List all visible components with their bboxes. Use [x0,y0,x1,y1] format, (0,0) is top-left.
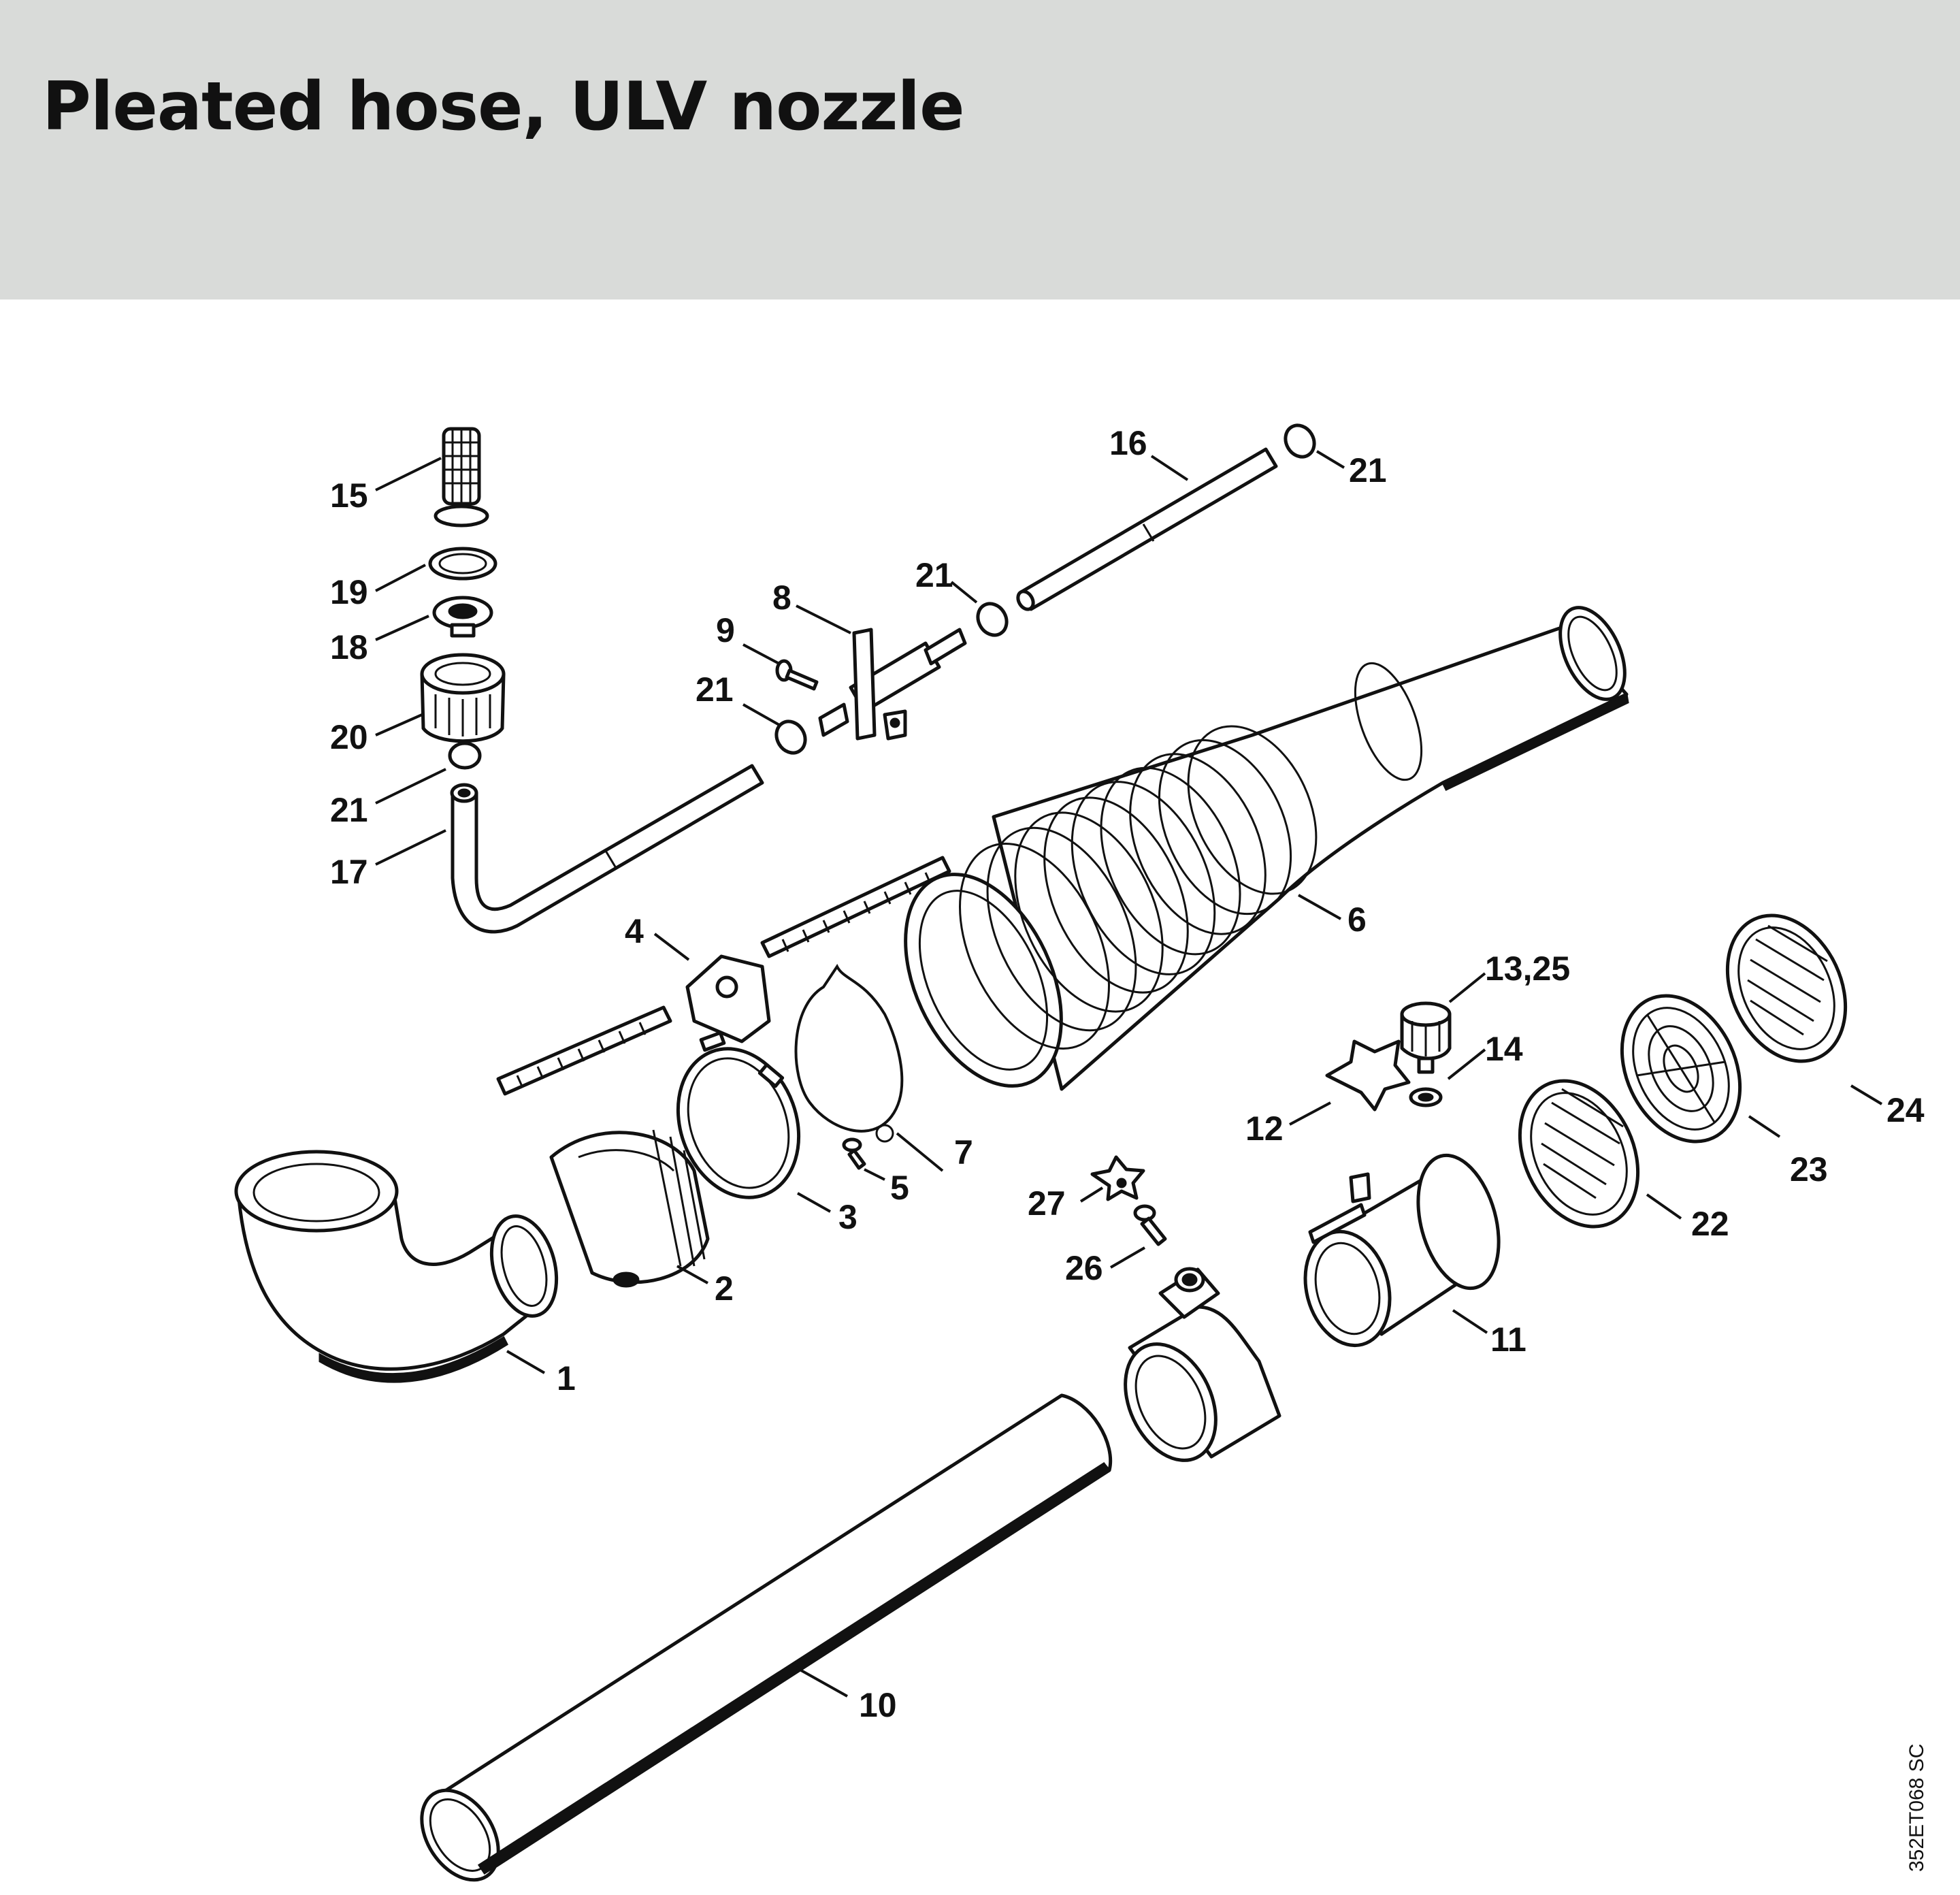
exploded-parts-diagram: 15 19 18 20 21 17 16 21 21 8 9 21 4 6 13… [234,423,1925,1882]
part-7-spring-clip [794,964,904,1143]
part-27-star-nozzle [1090,1155,1145,1201]
callout-13-25: 13,25 [1485,950,1570,988]
callout-10: 10 [859,1686,897,1724]
part-22-screen [1518,1079,1640,1229]
part-1-elbow [234,1150,559,1383]
page-title: Pleated hose, ULV nozzle [42,68,965,146]
part-6-pleated-hose [904,606,1629,1091]
part-26-nozzle-pin [1133,1204,1167,1246]
callout-5: 5 [890,1169,909,1207]
callout-12: 12 [1245,1110,1284,1148]
callout-15: 15 [330,476,368,515]
callout-14: 14 [1485,1030,1523,1068]
part-21-sleeves [448,423,1316,770]
part-23-screen [1620,994,1742,1144]
part-3-clamp-band [676,1031,801,1199]
part-11-nozzle-housing [1303,1153,1501,1348]
part-5-screw [842,1137,866,1170]
threaded-rods [496,856,951,1096]
part-20-nut [420,653,506,743]
header-band: Pleated hose, ULV nozzle [0,0,1960,299]
callout-6: 6 [1348,901,1367,939]
callout-27: 27 [1028,1184,1066,1222]
callout-9: 9 [716,611,735,649]
part-15-strainer [434,427,489,528]
callout-7: 7 [954,1133,973,1171]
part-9-screw [775,659,819,691]
callout-16: 16 [1109,424,1147,462]
part-4-holder [685,954,771,1043]
part-12-star-knob [1325,1039,1411,1112]
nozzle-elbow-coupling [1124,1267,1281,1462]
callout-19: 19 [330,573,368,611]
part-8-valve [818,628,967,741]
callout-21-d: 21 [1349,451,1387,489]
part-14-washer [1409,1087,1443,1107]
part-19-ring [428,547,497,581]
callout-17: 17 [330,853,368,891]
callout-22: 22 [1691,1205,1729,1243]
callout-20: 20 [330,718,368,756]
callout-3: 3 [838,1198,858,1236]
callout-21-a: 21 [330,791,368,829]
part-16-tube [1016,447,1278,611]
part-10-blow-tube [420,1393,1113,1882]
callout-23: 23 [1790,1150,1828,1188]
callout-18: 18 [330,628,368,666]
drawing-code: 352ET068 SC [1906,1743,1928,1872]
callout-4: 4 [625,912,644,950]
callout-2: 2 [715,1269,734,1308]
callout-26: 26 [1065,1249,1103,1287]
callout-11: 11 [1490,1321,1526,1359]
callout-24: 24 [1886,1091,1925,1129]
part-2-bellows-connector [549,1129,710,1288]
callout-1: 1 [557,1359,576,1397]
leader-lines [375,450,1883,1698]
callout-21-b: 21 [696,670,734,709]
part-13-25-knurled-knob [1400,1001,1452,1074]
callout-8: 8 [772,579,791,617]
callout-labels: 15 19 18 20 21 17 16 21 21 8 9 21 4 6 13… [330,424,1925,1724]
part-24-screen [1725,913,1848,1063]
part-18-cap-insert [432,596,493,638]
callout-21-c: 21 [915,556,953,594]
part-17-bent-tube [450,764,764,934]
